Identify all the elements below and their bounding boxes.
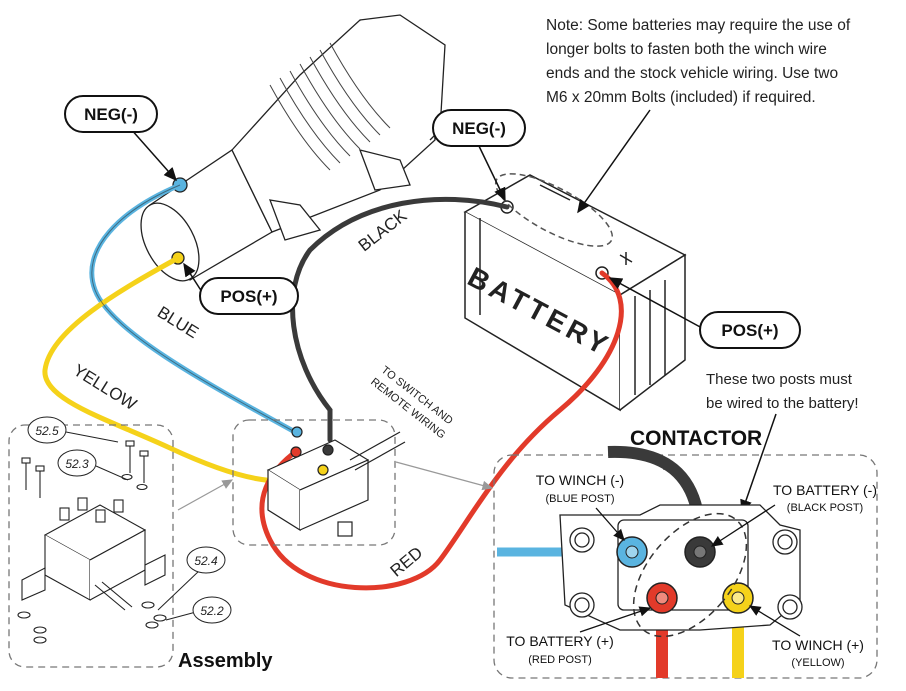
black-wire — [290, 196, 510, 443]
to-winch-neg-label: TO WINCH (-) — [536, 472, 624, 488]
battery — [463, 173, 687, 412]
neg-winch-label: NEG(-) — [84, 105, 138, 124]
black-post-label: (BLACK POST) — [787, 502, 863, 514]
solenoid-box — [232, 419, 406, 546]
red-wire — [259, 270, 624, 591]
to-battery-pos-label: TO BATTERY (+) — [506, 633, 614, 649]
note-arrow — [577, 109, 651, 214]
callout-neg-battery: NEG(-) — [432, 109, 526, 202]
callout-neg-winch: NEG(-) — [64, 95, 177, 182]
to-winch-pos-label: TO WINCH (+) — [772, 637, 864, 653]
part-52-3: 52.3 — [65, 457, 89, 471]
battery-warning-line1: These two posts must — [706, 371, 853, 388]
part-52-4: 52.4 — [194, 554, 218, 568]
part-52-2: 52.2 — [200, 604, 224, 618]
part-callouts: 52.5 52.3 52.4 52.2 — [27, 416, 232, 624]
callout-pos-winch: POS(+) — [183, 262, 299, 315]
battery-bolt-note: Note: Some batteries may require the use… — [546, 17, 851, 106]
to-battery-neg-label: TO BATTERY (-) — [773, 482, 877, 498]
neg-battery-label: NEG(-) — [452, 119, 506, 138]
blue-wire-label: BLUE — [154, 303, 202, 343]
contactor-title: CONTACTOR — [630, 427, 762, 450]
pos-winch-label: POS(+) — [220, 287, 277, 306]
assembly-title: Assembly — [178, 650, 273, 672]
contactor-detail — [493, 445, 878, 679]
assembly-pointer — [177, 479, 234, 511]
callout-pos-battery: POS(+) — [608, 277, 801, 349]
warning-arrow — [740, 413, 777, 514]
winch — [140, 14, 446, 282]
contactor-pointer — [395, 461, 494, 491]
battery-warning-line2: be wired to the battery! — [706, 395, 859, 412]
yellow-wire — [42, 255, 325, 484]
pos-battery-label: POS(+) — [721, 321, 778, 340]
blue-post-label: (BLUE POST) — [545, 493, 614, 505]
assembly-box: 52.5 52.3 52.4 52.2 — [8, 416, 232, 668]
red-post-label: (RED POST) — [528, 654, 592, 666]
part-52-5: 52.5 — [35, 424, 59, 438]
yellow-post-label: (YELLOW) — [791, 657, 844, 669]
